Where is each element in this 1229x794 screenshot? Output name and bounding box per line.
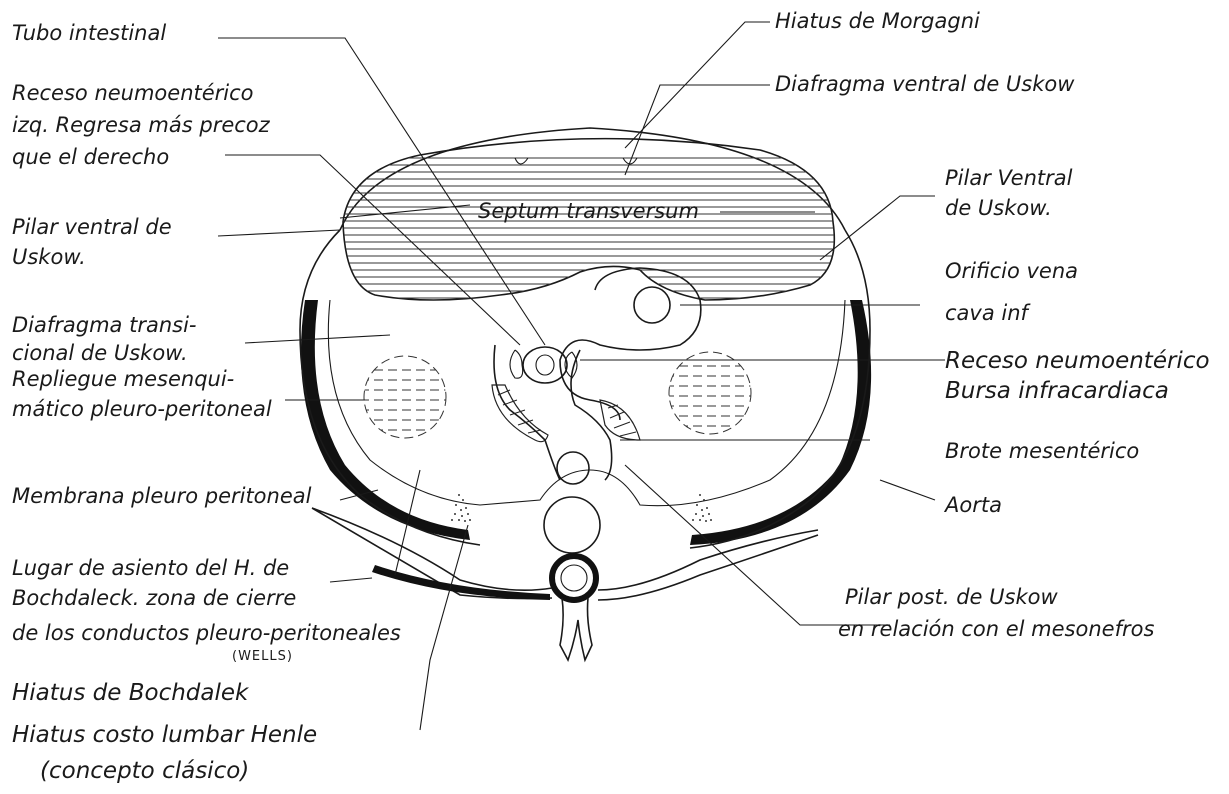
right-outline bbox=[690, 230, 870, 548]
gut-tube-lumen bbox=[536, 355, 554, 375]
label-receso-bursa-2: Bursa infracardiaca bbox=[945, 378, 1169, 404]
label-pilar-ventral-der-2: de Uskow. bbox=[945, 196, 1052, 220]
label-pilar-ventral-izq-1: Pilar ventral de bbox=[12, 215, 172, 239]
label-receso-bursa-1: Receso neumoentérico bbox=[945, 348, 1210, 374]
label-lugar-1: Lugar de asiento del H. de bbox=[12, 556, 289, 580]
label-pilar-post-1: Pilar post. de Uskow bbox=[845, 585, 1058, 609]
label-tubo-intestinal: Tubo intestinal bbox=[12, 21, 166, 45]
stipple-right bbox=[692, 494, 712, 522]
label-lugar-3: de los conductos pleuro-peritoneales bbox=[12, 621, 401, 645]
label-wells: (WELLS) bbox=[232, 649, 293, 664]
label-membrana: Membrana pleuro peritoneal bbox=[12, 484, 312, 508]
pneumoenteric-recess-left bbox=[510, 350, 523, 378]
label-pilar-ventral-izq-2: Uskow. bbox=[12, 245, 86, 269]
label-hiatus-costo-2: (concepto clásico) bbox=[40, 758, 249, 784]
left-lung-bud bbox=[364, 356, 446, 438]
label-pilar-post-2: en relación con el mesonefros bbox=[838, 617, 1154, 641]
left-diaphragm-wall bbox=[301, 300, 470, 540]
label-septum-transversum: Septum transversum bbox=[478, 199, 699, 223]
label-diafragma-transicional-2: cional de Uskow. bbox=[12, 341, 188, 365]
label-hiatus-morgagni: Hiatus de Morgagni bbox=[775, 9, 980, 33]
spinous-process bbox=[560, 598, 592, 660]
right-diaphragm-wall bbox=[690, 300, 871, 545]
stipple-left bbox=[451, 494, 471, 522]
label-hiatus-bochdalek: Hiatus de Bochdalek bbox=[12, 680, 250, 706]
label-receso-izq-2: izq. Regresa más precoz bbox=[12, 113, 271, 137]
mesentery-outline bbox=[494, 345, 560, 480]
label-aorta: Aorta bbox=[943, 493, 1002, 517]
label-brote-mesenterico: Brote mesentérico bbox=[945, 439, 1139, 463]
label-lugar-2: Bochdaleck. zona de cierre bbox=[12, 586, 296, 610]
label-pilar-ventral-der-1: Pilar Ventral bbox=[945, 166, 1073, 190]
label-diafragma-ventral: Diafragma ventral de Uskow bbox=[775, 72, 1075, 96]
label-hiatus-costo-1: Hiatus costo lumbar Henle bbox=[12, 722, 317, 748]
label-orificio-vena-2: cava inf bbox=[945, 301, 1032, 325]
label-repliegue-2: mático pleuro-peritoneal bbox=[12, 397, 272, 421]
label-diafragma-transicional-1: Diafragma transi- bbox=[12, 313, 197, 337]
vertebral-body bbox=[544, 497, 600, 553]
label-receso-izq-1: Receso neumoentérico bbox=[12, 81, 254, 105]
morgagni-notch-left bbox=[515, 158, 528, 164]
vena-cava-orifice bbox=[634, 287, 670, 323]
septum-hatching bbox=[330, 158, 850, 298]
label-repliegue-1: Repliegue mesenqui- bbox=[12, 367, 234, 391]
spinal-canal-ring bbox=[552, 556, 596, 600]
aorta-circle bbox=[557, 452, 589, 484]
label-orificio-vena-1: Orificio vena bbox=[945, 259, 1078, 283]
right-lung-bud bbox=[669, 352, 751, 434]
right-lung-dashes bbox=[665, 366, 755, 426]
mesentery-right bbox=[571, 350, 612, 480]
left-lung-dashes bbox=[360, 370, 450, 430]
labels: Tubo intestinal Hiatus de Morgagni Reces… bbox=[12, 9, 1210, 784]
label-receso-izq-3: que el derecho bbox=[12, 145, 169, 169]
spinal-canal bbox=[561, 565, 587, 591]
